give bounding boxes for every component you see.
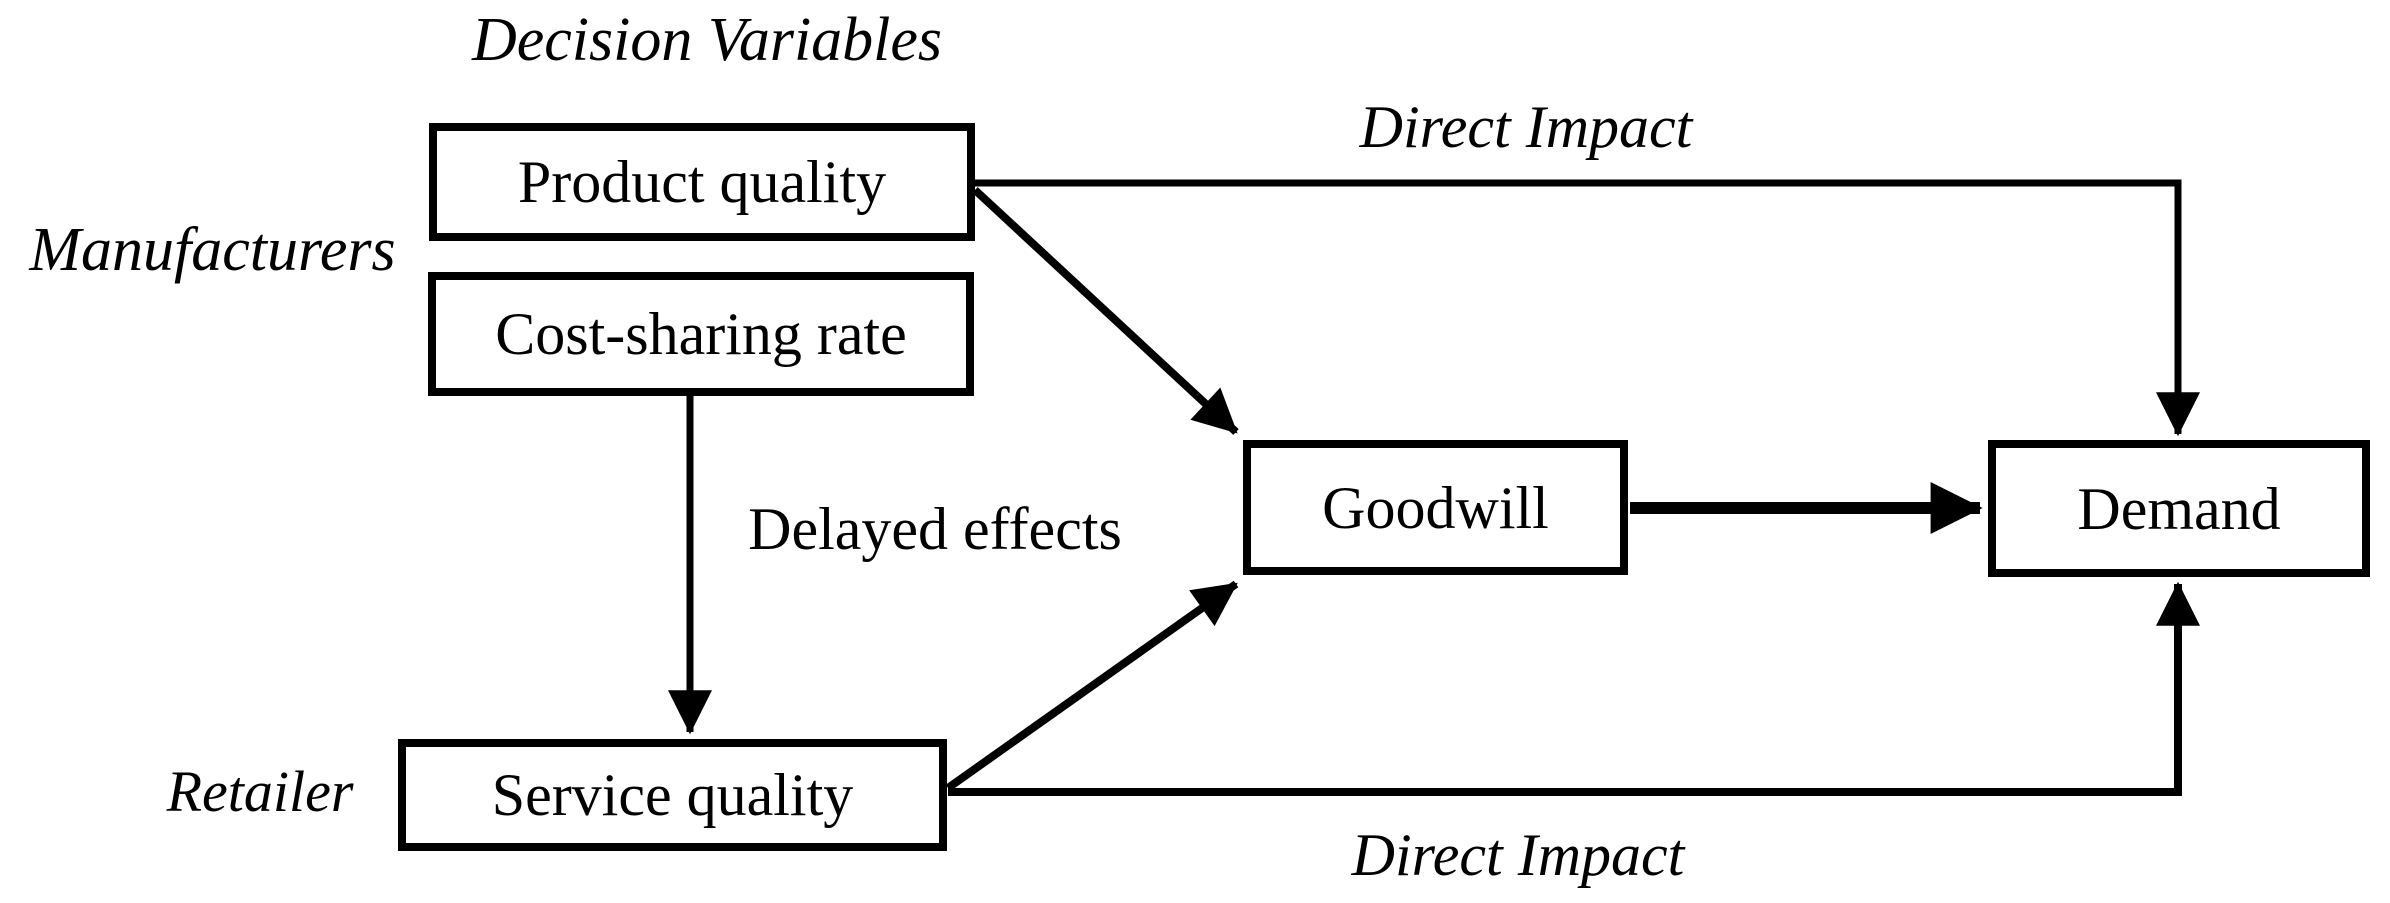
node-goodwill-label: Goodwill	[1322, 474, 1549, 541]
diagram-title: Decision Variables	[471, 6, 943, 74]
edge-service-to-goodwill	[945, 580, 1239, 792]
node-cost-sharing-rate-label: Cost-sharing rate	[495, 301, 907, 367]
node-demand: Demand	[1988, 440, 2370, 577]
edge-label-delayed-effects: Delayed effects	[748, 496, 1122, 562]
edge-service-to-demand	[948, 581, 2200, 796]
node-service-quality: Service quality	[398, 739, 947, 851]
edge-product-to-demand	[975, 179, 2200, 437]
node-service-quality-label: Service quality	[491, 762, 854, 828]
role-label-manufacturers: Manufacturers	[29, 216, 396, 284]
edge-product-to-goodwill	[972, 187, 1239, 435]
edge-label-direct-impact-bottom: Direct Impact	[1351, 822, 1685, 888]
node-demand-label: Demand	[2077, 475, 2281, 542]
node-goodwill: Goodwill	[1243, 440, 1628, 575]
node-product-quality-label: Product quality	[517, 149, 887, 215]
node-cost-sharing-rate: Cost-sharing rate	[428, 272, 974, 396]
edge-label-direct-impact-top: Direct Impact	[1359, 94, 1693, 160]
node-product-quality: Product quality	[429, 123, 975, 241]
role-label-retailer: Retailer	[166, 759, 354, 824]
